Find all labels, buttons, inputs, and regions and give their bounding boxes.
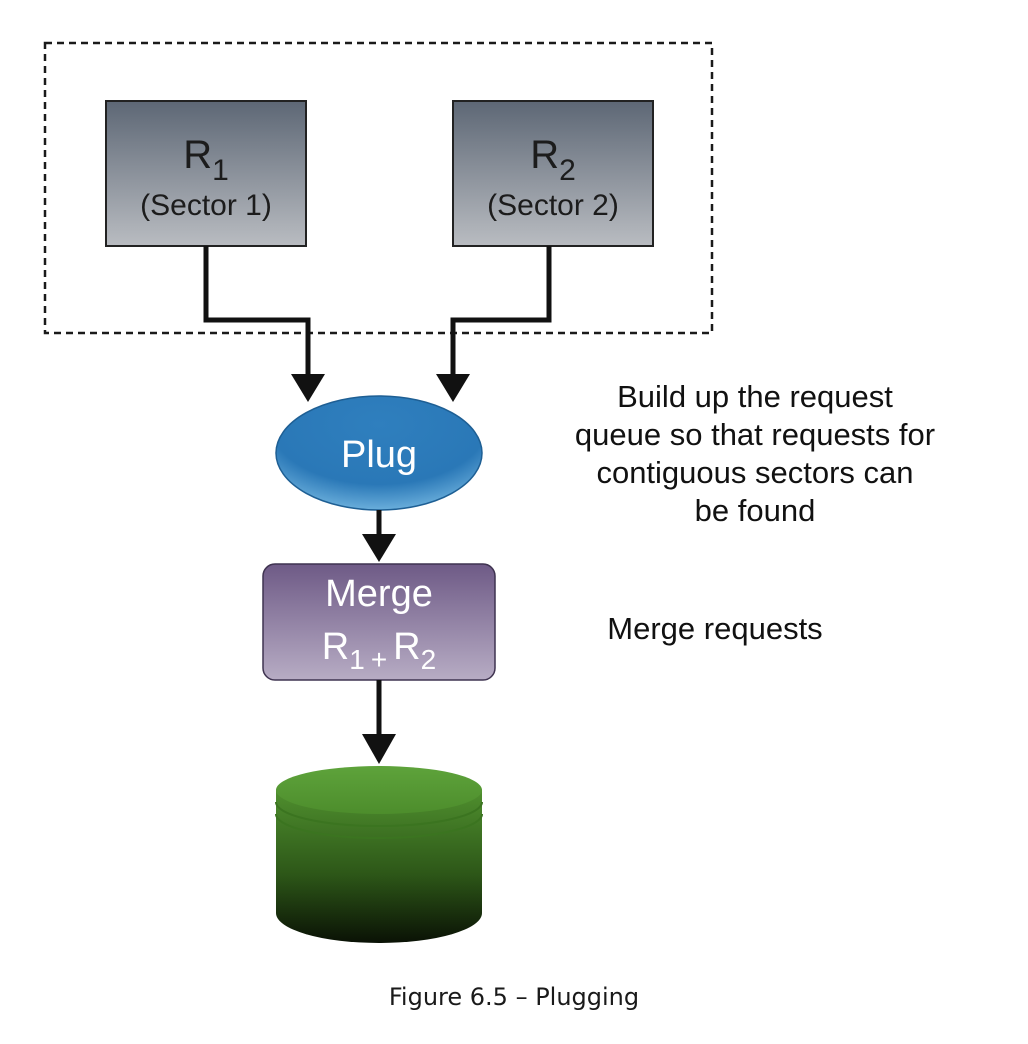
- r2-sector-label: (Sector 2): [487, 189, 619, 222]
- sector-group-boundary: [43, 41, 714, 335]
- plug-annotation-line: contiguous sectors can: [596, 455, 914, 490]
- request-r2-box: R2 (Sector 2): [452, 100, 654, 247]
- plug-annotation-line: Build up the request: [617, 379, 893, 414]
- merge-node: Merge R1+R2: [262, 563, 496, 681]
- figure-caption: Figure 6.5 – Plugging: [388, 983, 640, 1011]
- plug-annotation-line: queue so that requests for: [574, 417, 936, 452]
- merge-annotation: Merge requests: [607, 611, 823, 646]
- r2-label: R2: [530, 133, 576, 187]
- plug-node: Plug: [275, 395, 483, 511]
- connector-plug-to-merge: [362, 510, 396, 562]
- plug-annotation: Build up the request queue so that reque…: [520, 378, 990, 530]
- r1-sector-label: (Sector 1): [140, 189, 272, 222]
- merge-label: Merge: [325, 573, 433, 615]
- plug-label: Plug: [341, 434, 417, 476]
- merge-expression: R1+R2: [322, 626, 436, 675]
- plug-annotation-line: be found: [694, 493, 816, 528]
- connector-r1-to-plug: [203, 246, 325, 402]
- disk-storage-icon: [275, 766, 483, 943]
- r1-label: R1: [183, 133, 229, 187]
- request-r1-box: R1 (Sector 1): [105, 100, 307, 247]
- connector-merge-to-disk: [362, 680, 396, 764]
- connector-r2-to-plug: [436, 246, 552, 402]
